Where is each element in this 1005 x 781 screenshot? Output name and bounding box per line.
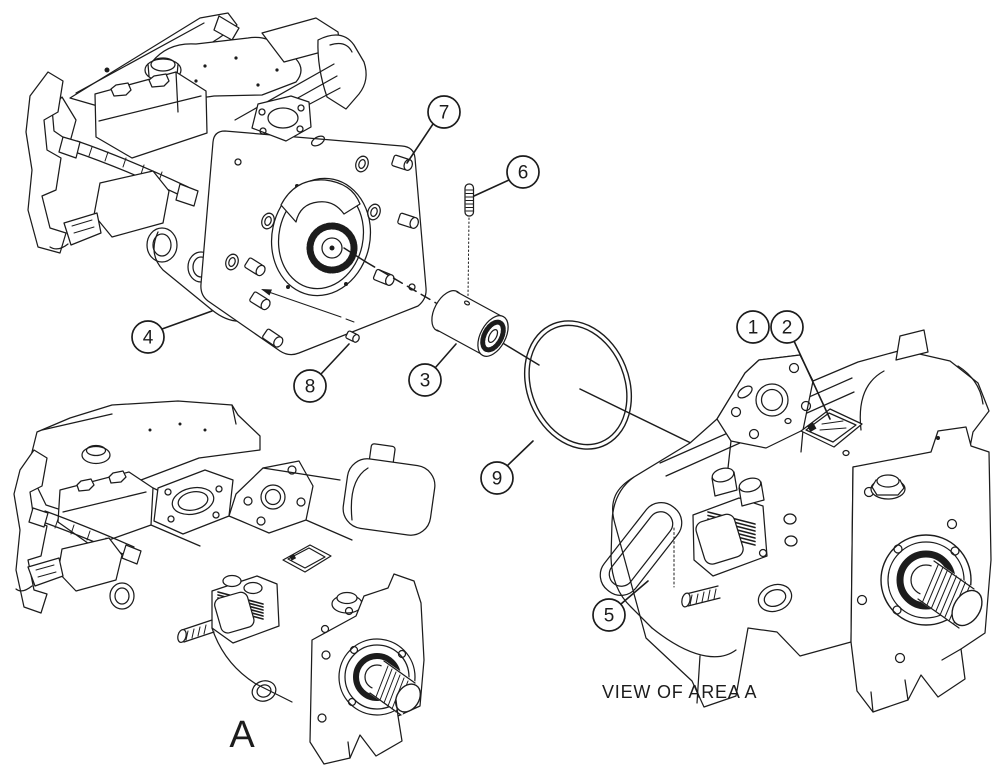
area-a-letter: A <box>229 714 255 756</box>
pump-assembly-area-a <box>13 400 436 765</box>
control-solenoid-group <box>673 467 798 613</box>
callout-4-leader <box>161 310 213 330</box>
splined-gear <box>280 179 361 274</box>
callout-2: 2 <box>770 310 804 344</box>
nameplate-film-a <box>282 544 332 573</box>
callout-2-leader <box>793 340 831 420</box>
callout-1: 1 <box>736 310 770 344</box>
callout-2-number: 2 <box>782 318 793 339</box>
rail-dot <box>104 67 110 73</box>
callout-8-leader <box>320 343 350 375</box>
callout-7-number: 7 <box>439 103 450 124</box>
callout-3: 3 <box>408 363 442 397</box>
callout-4-balloon <box>131 320 165 354</box>
callout-6: 6 <box>506 155 540 189</box>
left-face-panel <box>599 476 683 629</box>
callout-3-balloon <box>408 363 442 397</box>
callout-3-leader <box>434 343 457 369</box>
callout-2-balloon <box>770 310 804 344</box>
callout-7-balloon <box>427 95 461 129</box>
callout-9: 9 <box>480 461 514 495</box>
pump-right-view-a <box>599 329 992 713</box>
rear-plate-a <box>309 573 425 765</box>
spline-bore <box>480 319 506 353</box>
pin-part-6 <box>464 183 475 297</box>
control-valve-block <box>94 71 208 159</box>
filler-cap-right <box>870 474 906 500</box>
stud-bolts <box>244 154 420 348</box>
callout-9-leader <box>506 440 534 467</box>
splined-output-shaft <box>917 560 983 629</box>
callout-layer: 1 2 3 4 5 6 7 8 9 <box>131 95 831 632</box>
callout-9-balloon <box>480 461 514 495</box>
callout-1-number: 1 <box>748 318 759 339</box>
callout-6-leader <box>473 179 510 197</box>
callout-8: 8 <box>293 369 327 403</box>
pump-top-left-exploded <box>25 12 427 356</box>
nameplate-film <box>784 408 863 457</box>
strap-bracket <box>58 136 199 207</box>
callout-7-leader <box>406 123 434 164</box>
callout-5-leader <box>620 580 649 605</box>
callout-5-balloon <box>592 598 626 632</box>
view-of-area-a-label: VIEW OF AREA A <box>602 682 757 702</box>
callout-5: 5 <box>592 598 626 632</box>
callout-5-number: 5 <box>604 606 615 627</box>
callout-7: 7 <box>427 95 461 129</box>
o-ring-part-9 <box>523 320 633 450</box>
electrical-connector <box>49 212 102 250</box>
rear-mounting-plate <box>850 426 992 713</box>
callout-1-balloon <box>736 310 770 344</box>
callout-8-number: 8 <box>305 377 316 398</box>
coupling-part-3 <box>431 290 509 357</box>
front-mounting-plate <box>200 95 427 356</box>
callout-6-number: 6 <box>518 163 529 184</box>
callout-6-balloon <box>506 155 540 189</box>
insertion-arrow <box>261 289 272 296</box>
pin-hole <box>463 300 471 306</box>
callout-4: 4 <box>131 320 165 354</box>
callout-9-number: 9 <box>492 469 503 490</box>
callout-4-number: 4 <box>143 328 154 349</box>
plug-part-8 <box>261 289 360 343</box>
callout-8-balloon <box>293 369 327 403</box>
callout-3-number: 3 <box>420 371 431 392</box>
